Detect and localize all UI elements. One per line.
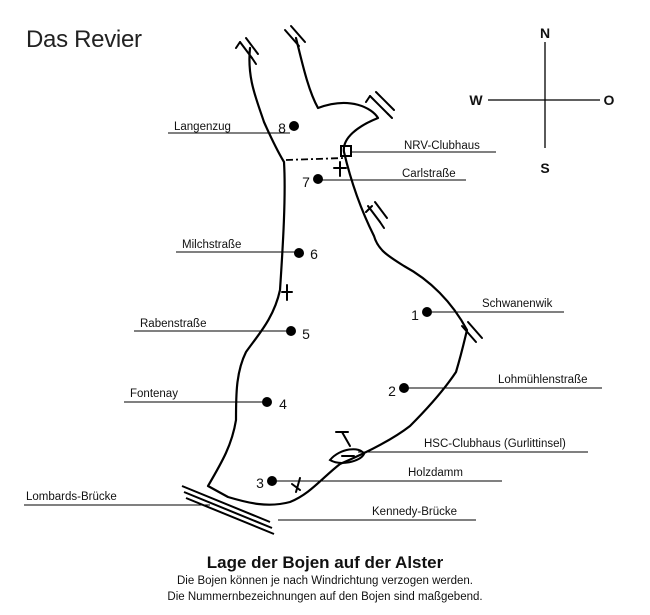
buoy-8: Langenzug 8 <box>168 120 299 136</box>
caption-heading: Lage der Bojen auf der Alster <box>206 553 444 572</box>
buoy-6-label: Milchstraße <box>182 239 241 251</box>
buoy-5: Rabenstraße 5 <box>134 318 310 342</box>
buoy-6-number: 6 <box>310 246 318 262</box>
buoy-4-label: Fontenay <box>130 388 178 400</box>
buoy-5-number: 5 <box>302 326 310 342</box>
lombards-bruecke-label: Lombards-Brücke <box>26 491 117 503</box>
hsc-clubhaus-label: HSC-Clubhaus (Gurlittinsel) <box>424 438 566 450</box>
buoy-4-number: 4 <box>279 396 287 412</box>
buoy-1-label: Schwanenwik <box>482 298 553 310</box>
buoy-8-number: 8 <box>278 120 286 136</box>
buoy-4: Fontenay 4 <box>124 388 287 412</box>
compass-north: N <box>540 25 550 41</box>
buoy-2-label: Lohmühlenstraße <box>498 374 588 386</box>
buoy-7: Carlstraße 7 <box>302 168 466 190</box>
buoy-8-label: Langenzug <box>174 121 231 133</box>
buoy-1-number: 1 <box>411 307 419 323</box>
buoy-3-label: Holzdamm <box>408 467 463 479</box>
buoy-5-label: Rabenstraße <box>140 318 206 330</box>
nrv-clubhaus-marker: NRV-Clubhaus <box>352 140 496 153</box>
buoy-6: Milchstraße 6 <box>176 239 318 262</box>
kennedy-bruecke-marker: Kennedy-Brücke <box>278 506 476 521</box>
caption-line-1: Die Bojen können je nach Windrichtung ve… <box>177 575 473 587</box>
buoy-3: Holzdamm 3 <box>256 467 502 491</box>
lake-outline <box>206 36 469 506</box>
lombards-bridge <box>181 485 275 535</box>
lombards-bruecke-marker: Lombards-Brücke <box>24 491 210 506</box>
kennedy-bruecke-label: Kennedy-Brücke <box>372 506 457 518</box>
compass-south: S <box>540 160 549 176</box>
buoy-1: Schwanenwik 1 <box>411 298 564 323</box>
nrv-clubhaus-label: NRV-Clubhaus <box>404 140 480 152</box>
compass-east: O <box>604 92 615 108</box>
compass-rose: N S W O <box>469 25 614 176</box>
caption-line-2: Die Nummernbezeichnungen auf den Bojen s… <box>167 591 483 603</box>
buoy-7-number: 7 <box>302 174 310 190</box>
alster-map: N S W O Langenzug 8 NRV-Clubhaus Carlstr… <box>24 25 615 535</box>
bridge-symbols <box>235 25 483 493</box>
buoy-7-label: Carlstraße <box>402 168 456 180</box>
hsc-clubhaus-marker: HSC-Clubhaus (Gurlittinsel) <box>358 438 588 453</box>
buoy-2: Lohmühlenstraße 2 <box>388 374 602 399</box>
page-title: Das Revier <box>26 26 142 53</box>
buoy-2-number: 2 <box>388 383 396 399</box>
compass-west: W <box>469 92 483 108</box>
buoy-3-number: 3 <box>256 475 264 491</box>
boundary-dash <box>285 157 345 161</box>
